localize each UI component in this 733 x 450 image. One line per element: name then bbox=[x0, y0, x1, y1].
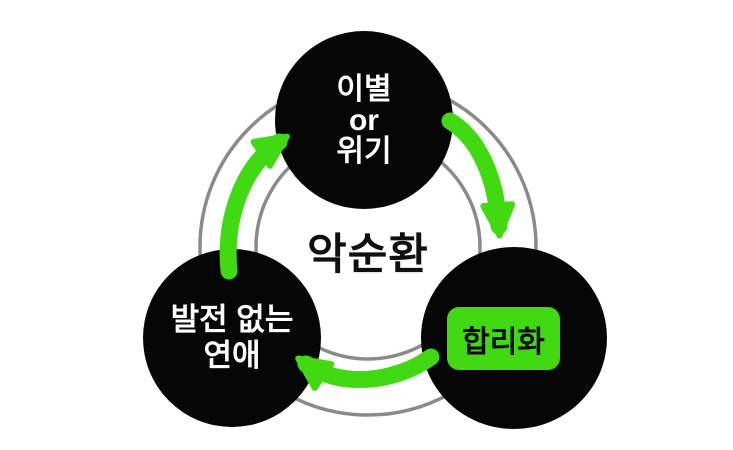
node-label-line: 연애 bbox=[203, 338, 261, 373]
node-stagnant-relationship-label: 발전 없는 연애 bbox=[171, 302, 294, 374]
cycle-title: 악순환 bbox=[307, 231, 429, 279]
rationalization-badge: 합리화 bbox=[447, 307, 560, 370]
node-label-line: 발전 없는 bbox=[170, 302, 294, 337]
node-breakup-or-crisis: 이별 or 위기 bbox=[275, 31, 453, 209]
node-label-line: or bbox=[348, 103, 379, 137]
node-label-line: 위기 bbox=[336, 134, 392, 168]
node-breakup-or-crisis-label: 이별 or 위기 bbox=[336, 74, 391, 167]
node-stagnant-relationship: 발전 없는 연애 bbox=[143, 249, 321, 427]
node-label-line: 이별 bbox=[336, 72, 392, 106]
